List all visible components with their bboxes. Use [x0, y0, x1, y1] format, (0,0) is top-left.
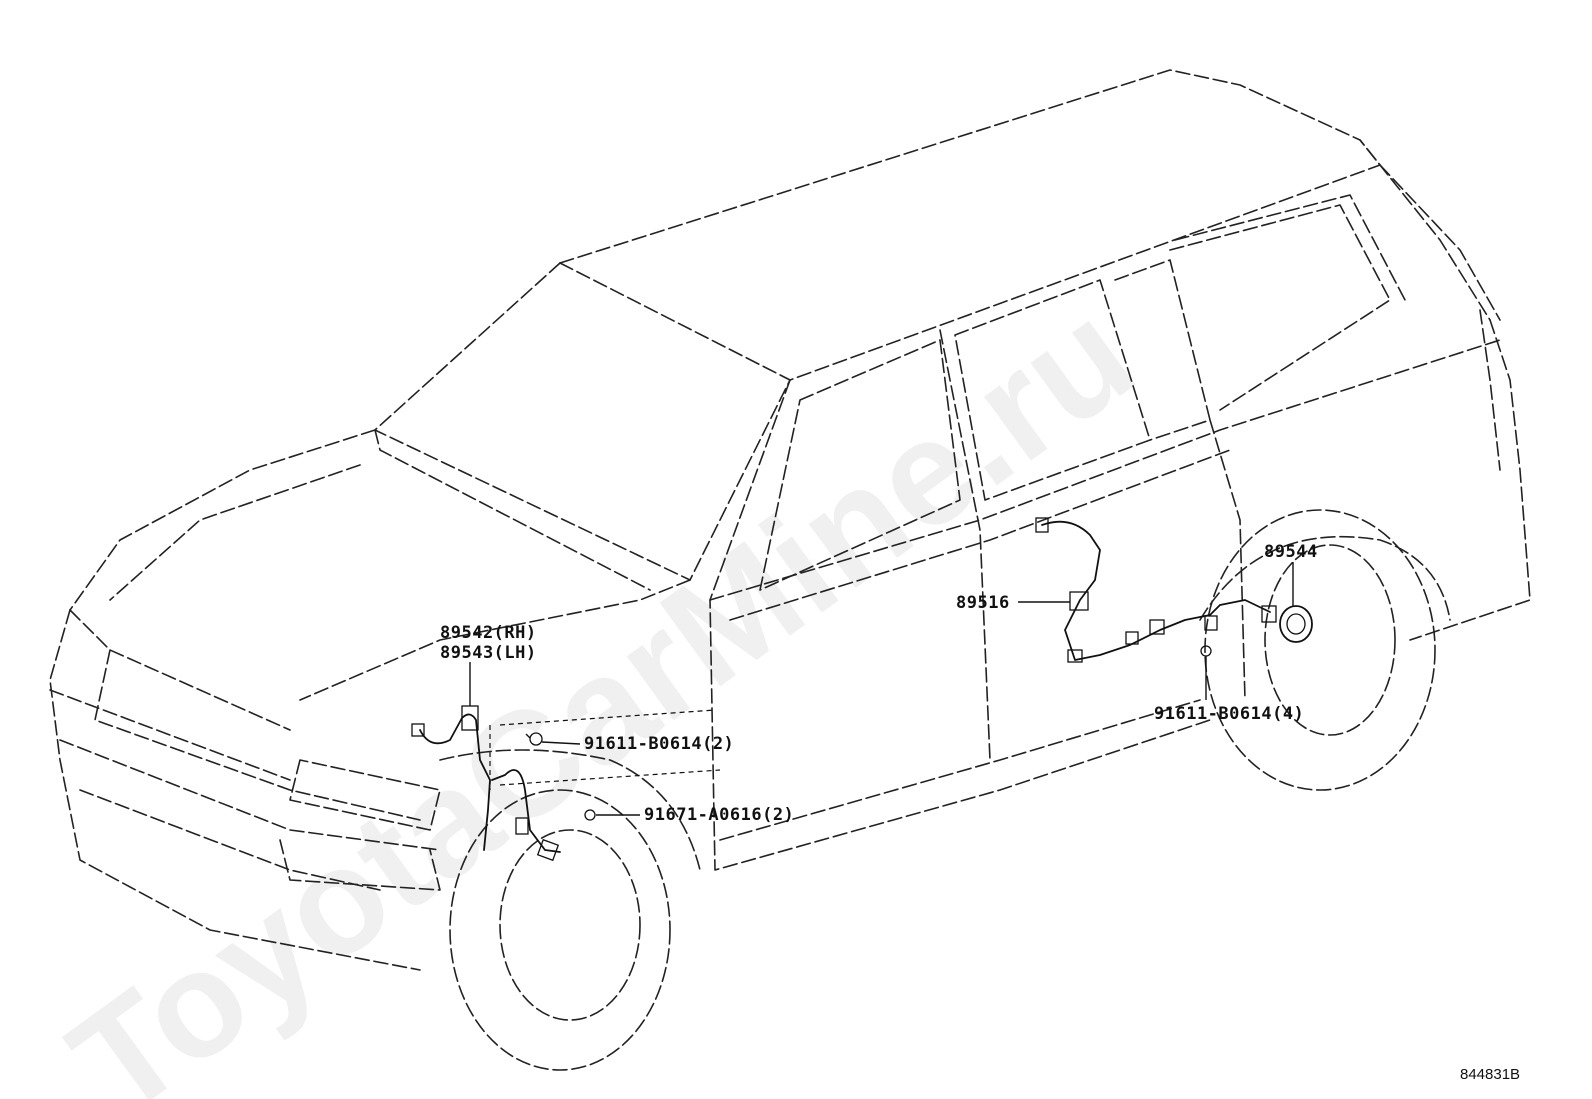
part-label-89516[interactable]: 89516: [956, 593, 1010, 613]
part-label-91611-B0614-rear[interactable]: 91611-B0614(4): [1154, 704, 1305, 724]
front-speed-sensor-drawing: [411, 705, 596, 862]
part-label-91611-B0614-front[interactable]: 91611-B0614(2): [584, 734, 735, 754]
part-label-91671-A0616[interactable]: 91671-A0616(2): [644, 805, 795, 825]
part-label-89542[interactable]: 89542(RH): [440, 623, 537, 643]
part-label-89544[interactable]: 89544: [1264, 542, 1318, 562]
rear-speed-sensor-drawing: [1035, 517, 1313, 663]
vehicle-body-outline: [49, 69, 1531, 1071]
leader-lines: [469, 562, 1294, 816]
figure-code: 844831B: [1460, 1066, 1521, 1083]
part-label-89543[interactable]: 89543(LH): [440, 643, 537, 663]
